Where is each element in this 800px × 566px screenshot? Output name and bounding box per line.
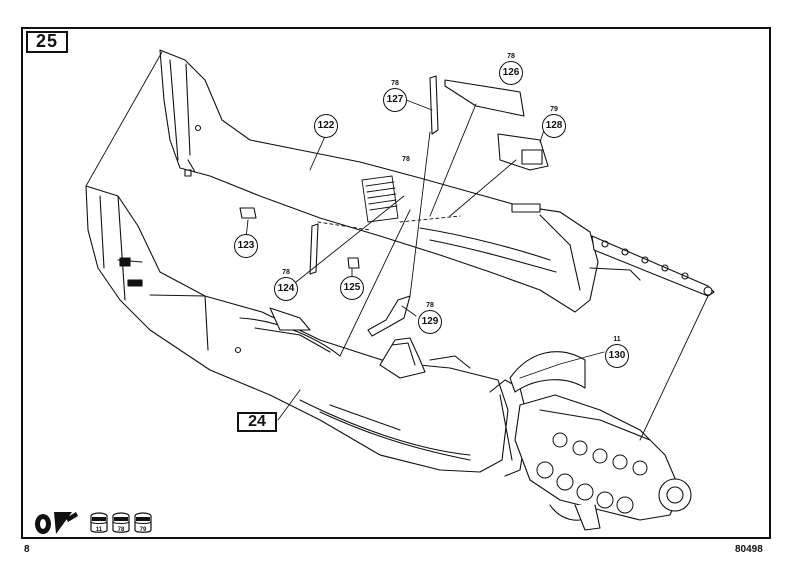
paint-ref-128: 79 [550, 106, 558, 113]
part-callout-123: 123 [234, 234, 258, 258]
paint-and-glue-icon [35, 512, 78, 534]
paint-code-label: 78 [117, 527, 125, 533]
part-callout-124: 124 [274, 277, 298, 301]
paint-ref-127: 78 [391, 80, 399, 87]
paint-ref-129: 78 [426, 302, 434, 309]
step-number: 25 [26, 31, 68, 53]
part-callout-126: 126 [499, 61, 523, 85]
instruction-frame [21, 27, 771, 539]
fuselage-right-half [159, 49, 599, 313]
part-callout-129: 129 [418, 310, 442, 334]
page-number: 8 [24, 544, 30, 555]
part-callout-128: 128 [542, 114, 566, 138]
small-parts [239, 75, 549, 337]
paint-ref-130: 11 [613, 336, 621, 343]
engine-mount-arm [589, 235, 715, 297]
paint-ref-vent: 78 [402, 156, 410, 163]
paint-pot-icon [90, 512, 108, 533]
engine-block [514, 394, 692, 531]
paint-code-label: 11 [95, 527, 103, 533]
part-callout-125: 125 [340, 276, 364, 300]
catalog-number: 80498 [735, 544, 763, 555]
sub-assembly-label: 24 [237, 412, 277, 432]
part-callout-130: 130 [605, 344, 629, 368]
paint-pot-icon [112, 512, 130, 533]
paint-code-label: 79 [139, 527, 147, 533]
leader-lines [85, 51, 709, 441]
paint-ref-124: 78 [282, 269, 290, 276]
paint-pot-icon [134, 512, 152, 533]
fuselage-left-half [85, 185, 529, 477]
part-callout-122: 122 [314, 114, 338, 138]
part-callout-127: 127 [383, 88, 407, 112]
engine-cowl-part [509, 351, 586, 393]
paint-ref-126: 78 [507, 53, 515, 60]
